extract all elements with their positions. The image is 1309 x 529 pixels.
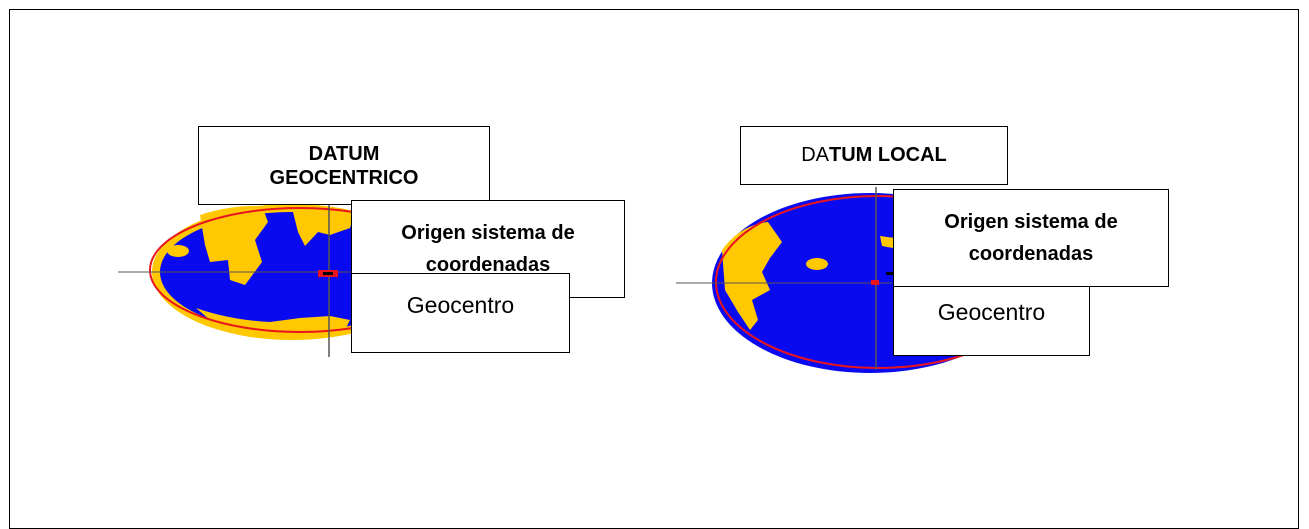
local-datum-title-prefix: DA (801, 144, 830, 166)
origin-label-left-text: Origen sistema de coordenadas (401, 222, 575, 276)
geocenter-label-left-text: Geocentro (406, 292, 515, 318)
geocentric-datum-title-text: DATUM GEOCENTRICO (269, 142, 419, 189)
geocenter-label-left: Geocentro (351, 273, 570, 353)
geocenter-label-right: Geocentro (893, 286, 1090, 356)
land-left-3 (196, 308, 350, 334)
origin-marker-right (871, 280, 879, 285)
geocentric-datum-title: DATUM GEOCENTRICO (198, 126, 490, 205)
origin-label-right-text: Origen sistema de coordenadas (944, 211, 1118, 265)
local-datum-title-rest: TUM LOCAL (829, 144, 947, 166)
island-right (806, 258, 828, 270)
land-right-1 (722, 222, 782, 330)
land-right-2 (880, 236, 895, 248)
geocenter-marker-right (886, 272, 894, 275)
land-left-1 (200, 205, 268, 285)
origin-label-right: Origen sistema de coordenadas (893, 189, 1169, 287)
land-left-2 (292, 207, 355, 246)
origin-marker-left-core (323, 272, 333, 275)
island-left (167, 245, 189, 257)
geocenter-label-right-text: Geocentro (937, 299, 1046, 325)
